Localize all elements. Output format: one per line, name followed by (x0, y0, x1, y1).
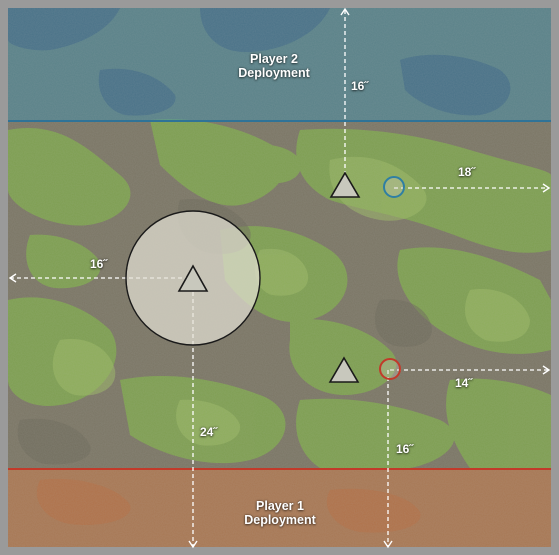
objective-triangle-center[interactable] (177, 264, 209, 292)
distance-blue-right: 18˝ (458, 165, 476, 179)
player1-label-line2: Deployment (244, 513, 316, 527)
red-objective-marker[interactable] (379, 358, 401, 380)
distance-red-right: 14˝ (455, 376, 473, 390)
player1-label-line1: Player 1 (256, 499, 304, 513)
player2-deployment-label: Player 2 Deployment (229, 52, 319, 80)
objective-triangle-south[interactable] (328, 356, 360, 383)
distance-center-bottom: 24˝ (200, 425, 218, 439)
player1-deployment-label: Player 1 Deployment (235, 499, 325, 527)
distance-center-left: 16˝ (90, 257, 108, 271)
measurement-arrowheads (8, 7, 551, 549)
player2-label-line1: Player 2 (250, 52, 298, 66)
distance-red-bottom: 16˝ (396, 442, 414, 456)
player2-label-line2: Deployment (238, 66, 310, 80)
objective-triangle-north[interactable] (329, 171, 361, 198)
distance-blue-top: 16˝ (351, 79, 369, 93)
blue-objective-marker[interactable] (383, 176, 405, 198)
